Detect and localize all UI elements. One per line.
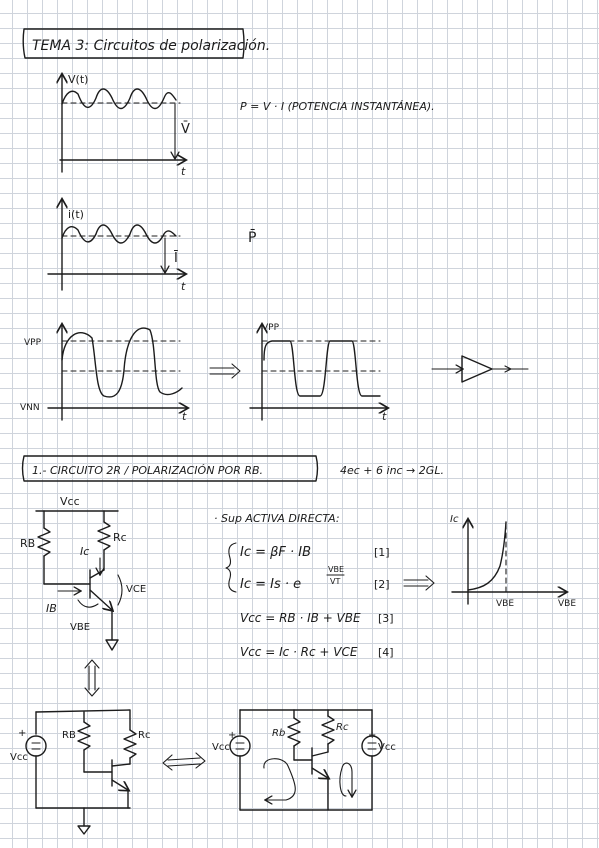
graph5-xlabel: VBE <box>558 599 576 609</box>
equation-1: Ic = βF · IB <box>240 545 311 560</box>
circuit-3: + Vcc Rb Rc + Vcc <box>212 709 396 811</box>
circuit1-rb: RB <box>20 537 35 550</box>
equation-1-num: [1] <box>374 546 390 559</box>
wave-graph-clipped: VPP t <box>249 323 387 423</box>
circuit1-vbe: VBE <box>70 622 90 633</box>
section1-title: 1.- CIRCUITO 2R / POLARIZACIÓN POR RB. <box>32 464 263 477</box>
circuit-2: + Vcc RB Rc <box>10 709 150 835</box>
graph1-xlabel: t <box>181 165 186 178</box>
equation-4-num: [4] <box>378 646 394 659</box>
equation-3-num: [3] <box>378 612 394 625</box>
equation-2: Ic = Is · e <box>240 577 301 592</box>
implies-arrow-1 <box>209 363 241 379</box>
graph4-xlabel: t <box>382 410 387 423</box>
equation-2-exp-top: VBE <box>328 565 344 574</box>
equation-3: Vcc = RB · IB + VBE <box>240 611 361 625</box>
circuit3-plus-right: + <box>368 730 376 741</box>
circuit3-vcc-left: Vcc <box>212 742 230 753</box>
buffer-symbol <box>431 355 529 383</box>
equivalence-arrow-horizontal <box>162 752 206 771</box>
circuit1-ic: Ic <box>80 545 89 558</box>
circuit3-plus-left: + <box>228 730 236 741</box>
equation-2-exp-bot: VT <box>330 577 340 586</box>
page-title-box: TEMA 3: Circuitos de polarización. <box>22 28 270 59</box>
graph2-xlabel: t <box>181 280 186 293</box>
wave-graph-vpp-vnn: VPP VNN t <box>20 325 187 423</box>
circuit1-rc: Rc <box>113 531 127 544</box>
power-average: P̄ <box>248 228 256 246</box>
circuit1-vcc: Vcc <box>60 495 80 508</box>
circuit2-vcc: Vcc <box>10 752 28 763</box>
graph4-vpp: VPP <box>262 323 280 333</box>
graph1-ylabel: V(t) <box>68 73 88 86</box>
graph1-avg: V̄ <box>181 122 190 137</box>
equation-4: Vcc = Ic · Rc + VCE <box>240 645 358 659</box>
graph3-xlabel: t <box>182 410 187 423</box>
circuit1-vce: VCE <box>126 584 146 595</box>
graph3-vpp: VPP <box>24 338 42 348</box>
assumption: · Sup ACTIVA DIRECTA: <box>214 512 340 525</box>
page-title: TEMA 3: Circuitos de polarización. <box>32 38 270 54</box>
equation-2-num: [2] <box>374 578 390 591</box>
circuit3-vcc-right: Vcc <box>378 742 396 753</box>
ic-vbe-graph: Ic VBE VBE <box>450 514 576 609</box>
graph2-avg: Ī <box>174 251 178 266</box>
circuit3-rc: Rc <box>336 722 349 733</box>
graph3-vnn: VNN <box>20 403 40 413</box>
circuit2-rb: RB <box>62 730 76 741</box>
circuit2-plus: + <box>18 728 26 739</box>
equations: · Sup ACTIVA DIRECTA: Ic = βF · IB [1] I… <box>214 512 435 659</box>
current-graph: i(t) Ī t <box>47 200 186 293</box>
graph5-xtick: VBE <box>496 599 514 609</box>
section1-note: 4ec + 6 inc → 2GL. <box>340 464 444 477</box>
voltage-graph: V(t) V̄ t <box>60 73 190 178</box>
equivalence-arrow-vertical <box>84 659 100 697</box>
circuit1-ib: IB <box>46 602 57 615</box>
section1-title-box: 1.- CIRCUITO 2R / POLARIZACIÓN POR RB. <box>21 455 319 482</box>
circuit3-rb: Rb <box>272 728 285 739</box>
implies-arrow-2 <box>403 575 435 591</box>
power-equation: P = V · I (POTENCIA INSTANTÁNEA). <box>240 100 435 113</box>
graph5-ylabel: Ic <box>450 514 459 525</box>
circuit2-rc: Rc <box>138 730 150 741</box>
circuit-1: Vcc RB Rc Ic IB VBE VCE <box>20 495 146 651</box>
graph2-ylabel: i(t) <box>68 208 84 221</box>
